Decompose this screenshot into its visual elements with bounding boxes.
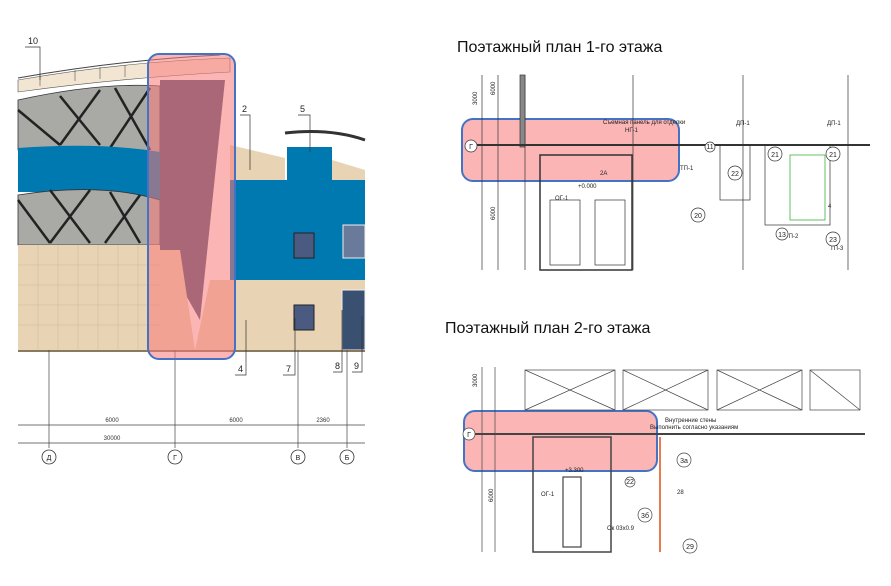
blue-tower — [287, 147, 332, 182]
plan1-note: Съемная панель для отделки — [603, 120, 685, 126]
blue-glazing-band — [18, 145, 160, 200]
plan1-level-mark: +0.000 — [578, 184, 597, 190]
plan2-dim-3000: 3000 — [473, 373, 479, 387]
dimension-total: 30000 — [104, 436, 121, 442]
plan1-dim-6000-top: 6000 — [491, 81, 497, 95]
window — [293, 304, 315, 331]
upper-truss — [17, 87, 152, 151]
plan1-room-21b: 21 — [829, 152, 837, 159]
window — [342, 224, 366, 259]
beige-base-wall — [18, 245, 168, 350]
plan2-room-3a: 3а — [680, 458, 688, 465]
dimension-span-2: 6000 — [229, 418, 243, 424]
plan2-og: ОГ-1 — [541, 492, 555, 498]
beige-upper-wall — [230, 145, 285, 180]
entrance-door — [341, 289, 366, 351]
plan1-tp1: ТП-1 — [680, 166, 694, 172]
plan2-room-3b: 3б — [641, 512, 649, 520]
callout-7: 7 — [286, 364, 291, 374]
dimension-lines — [18, 350, 365, 448]
dimension-span-3: 2360 — [316, 418, 330, 424]
plan1-n4: 4 — [828, 204, 832, 210]
plan2-drawing: 3000 6000 Внутренние стены Выполнить сог… — [462, 367, 865, 554]
axis-label-v: В — [296, 455, 301, 462]
callout-9: 9 — [354, 361, 359, 371]
plan2-room-29: 29 — [686, 544, 694, 551]
plan1-room-23: 23 — [829, 237, 837, 244]
canopy — [284, 130, 366, 142]
tile-grid — [18, 245, 168, 350]
axis-marker-v — [290, 449, 306, 465]
callout-leaders — [25, 46, 363, 376]
plan1-tp2: ТП-2 — [785, 234, 799, 240]
callout-2: 2 — [242, 104, 247, 114]
axis-label-d: Д — [47, 455, 52, 462]
plan1-dp2: ДП-1 — [827, 121, 841, 127]
axis-label-b: Б — [345, 455, 350, 462]
plan1-highlight-axis-g — [461, 118, 680, 182]
window — [293, 232, 315, 259]
plan2-title: Поэтажный план 2-го этажа — [445, 320, 651, 337]
plan1-room-22: 22 — [731, 171, 739, 178]
plan1-dim-6000: 6000 — [491, 206, 497, 220]
callout-4: 4 — [238, 364, 243, 374]
plan1-room-20: 20 — [694, 213, 702, 220]
callout-5: 5 — [300, 104, 305, 114]
axis-marker-d — [41, 449, 57, 465]
axis-marker-b — [339, 449, 355, 465]
plan2-highlight-axis-g — [463, 410, 658, 472]
plan1-room-21a: 21 — [771, 152, 779, 159]
dimension-span-1: 6000 — [105, 418, 119, 424]
plan1-dp1: ДП-1 — [736, 121, 750, 127]
plan1-dim-3000: 3000 — [473, 91, 479, 105]
plan1-room-11: 11 — [706, 144, 713, 151]
plan2-note: Внутренние стены — [665, 418, 716, 424]
axis-marker-g — [167, 449, 183, 465]
callout-8: 8 — [335, 361, 340, 371]
plan1-tp3: ТП-3 — [830, 246, 844, 252]
plan2-dim-6000: 6000 — [489, 488, 495, 502]
plan1-drawing: 3000 6000 6000 Съемная панель для отделк… — [464, 74, 870, 271]
plan2-level-mark: +3.300 — [565, 468, 584, 474]
plan2-axis-g: Г — [467, 432, 471, 439]
beige-roof-wall — [332, 160, 365, 180]
plan2-note2: Выполнить согласно указаниям — [650, 425, 738, 431]
plan1-axis-g: Г — [469, 144, 473, 151]
upper-glazing — [17, 84, 161, 156]
lower-truss — [16, 189, 142, 244]
plan2-room-28: 28 — [677, 490, 684, 496]
plan1-room-2a: 2А — [600, 171, 607, 177]
callout-10: 10 — [28, 36, 38, 46]
plan1-note2: НГ-1 — [625, 128, 639, 134]
axis-label-g: Г — [173, 455, 177, 462]
elevation-highlight-axis-g — [147, 53, 236, 360]
plan1-og: ОГ-1 — [555, 196, 569, 202]
facade-elevation-drawing: 10 2 5 4 7 8 9 6000 6000 2360 30000 Д Г … — [16, 36, 366, 465]
plan2-room-22: 22 — [626, 479, 634, 486]
plan1-title: Поэтажный план 1-го этажа — [457, 39, 663, 56]
plan1-room-13: 13 — [778, 232, 786, 239]
plan2-window-note: Ок 03х0.9 — [607, 526, 635, 532]
